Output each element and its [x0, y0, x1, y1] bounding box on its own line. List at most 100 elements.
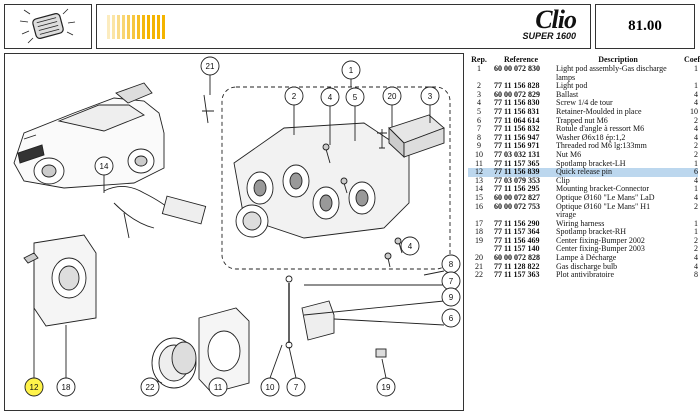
exploded-parts-diagram: 21 1 2 4 5 20 3 14 4 8 7 9 6 12 18 22 11…: [13, 56, 461, 397]
cell-description: Quick release pin: [556, 167, 612, 177]
callout-2: 2: [284, 86, 304, 106]
svg-text:3: 3: [428, 92, 433, 101]
cell-reference: 77 11 156 290: [494, 218, 540, 228]
cell-description: Mounting bracket-Connector: [556, 184, 650, 194]
ballast: [388, 114, 445, 159]
light-pod: [233, 122, 410, 239]
table-row[interactable]: lamps: [468, 73, 698, 83]
svg-text:10: 10: [266, 383, 275, 392]
headlamp-icon: [19, 8, 76, 44]
cell-rep: 1: [477, 64, 481, 73]
cell-description: Lampe à Décharge: [556, 253, 617, 263]
cell-description: Screw 1/4 de tour: [556, 98, 613, 108]
header-icon-box: [4, 4, 92, 49]
cell-description: Threaded rod M6 lg:133mm: [556, 141, 647, 151]
svg-text:11: 11: [214, 383, 223, 392]
svg-text:2: 2: [292, 92, 297, 101]
cell-reference: 77 11 156 831: [494, 106, 540, 116]
page-number: 81.00: [595, 4, 695, 49]
svg-text:8: 8: [449, 260, 454, 269]
cell-coef: 1: [694, 184, 698, 194]
cell-coef: 2: [694, 244, 698, 254]
cell-reference: 77 11 157 140: [494, 244, 540, 254]
cell-description: Trapped nut M6: [556, 115, 608, 125]
callout-4: 4: [320, 87, 340, 107]
logo-main-text: Clio: [535, 5, 577, 34]
cell-rep: 20: [475, 253, 483, 263]
header-rep: Rep.: [471, 55, 487, 64]
callout-11: 11: [208, 377, 228, 397]
cell-reference: 77 11 157 364: [494, 227, 540, 237]
cell-rep: 11: [475, 158, 483, 168]
callout-10: 10: [260, 377, 280, 397]
spotlamp-bracket-rh: [198, 307, 250, 394]
cell-coef: 4: [694, 89, 698, 99]
callout-19: 19: [376, 377, 396, 397]
callout-8: 8: [441, 254, 461, 274]
cell-coef: 2: [694, 115, 698, 125]
cell-rep: 17: [475, 218, 483, 228]
svg-text:7: 7: [449, 277, 454, 286]
cell-rep: 4: [477, 98, 481, 108]
svg-text:5: 5: [353, 93, 358, 102]
cell-coef: 2: [694, 141, 698, 151]
cell-reference: 60 00 072 827: [494, 192, 540, 202]
cell-description: Retainer-Moulded in place: [556, 106, 642, 116]
cell-reference: 77 11 156 828: [494, 81, 540, 91]
cell-coef: 4: [694, 253, 698, 263]
spotlamp-bracket: [33, 234, 97, 327]
cell-coef: 1: [694, 158, 698, 168]
cell-description: virage: [556, 210, 576, 220]
cell-reference: 77 11 156 839: [494, 167, 540, 177]
svg-text:1: 1: [349, 66, 354, 75]
cell-coef: 4: [694, 124, 698, 134]
header-title-box: Clio SUPER 1600: [96, 4, 591, 49]
cell-rep: 16: [475, 201, 483, 211]
callout-18: 18: [56, 377, 76, 397]
svg-text:9: 9: [449, 293, 454, 302]
callout-22: 22: [140, 377, 160, 397]
cell-reference: 77 03 079 353: [494, 175, 540, 185]
cell-description: Plot antivibratoire: [556, 270, 614, 280]
cell-coef: 6: [694, 167, 698, 177]
cell-description: Spotlamp bracket-LH: [556, 158, 626, 168]
svg-text:18: 18: [62, 383, 71, 392]
svg-text:4: 4: [408, 242, 413, 251]
spotlamp: [151, 337, 197, 389]
header-coef: Coef: [684, 55, 700, 64]
table-row[interactable]: virage: [468, 210, 698, 220]
cell-coef: 1: [694, 64, 698, 73]
cell-coef: 1: [694, 218, 698, 228]
cell-coef: 4: [694, 175, 698, 185]
cell-description: Rotule d'angle à ressort M6: [556, 124, 645, 134]
cell-coef: 4: [694, 98, 698, 108]
table-row[interactable]: 4 77 11 156 830 Screw 1/4 de tour 4: [468, 99, 698, 108]
cell-description: Ballast: [556, 89, 579, 99]
cell-reference: 77 11 156 830: [494, 98, 540, 108]
cell-reference: 60 00 072 753: [494, 201, 540, 211]
